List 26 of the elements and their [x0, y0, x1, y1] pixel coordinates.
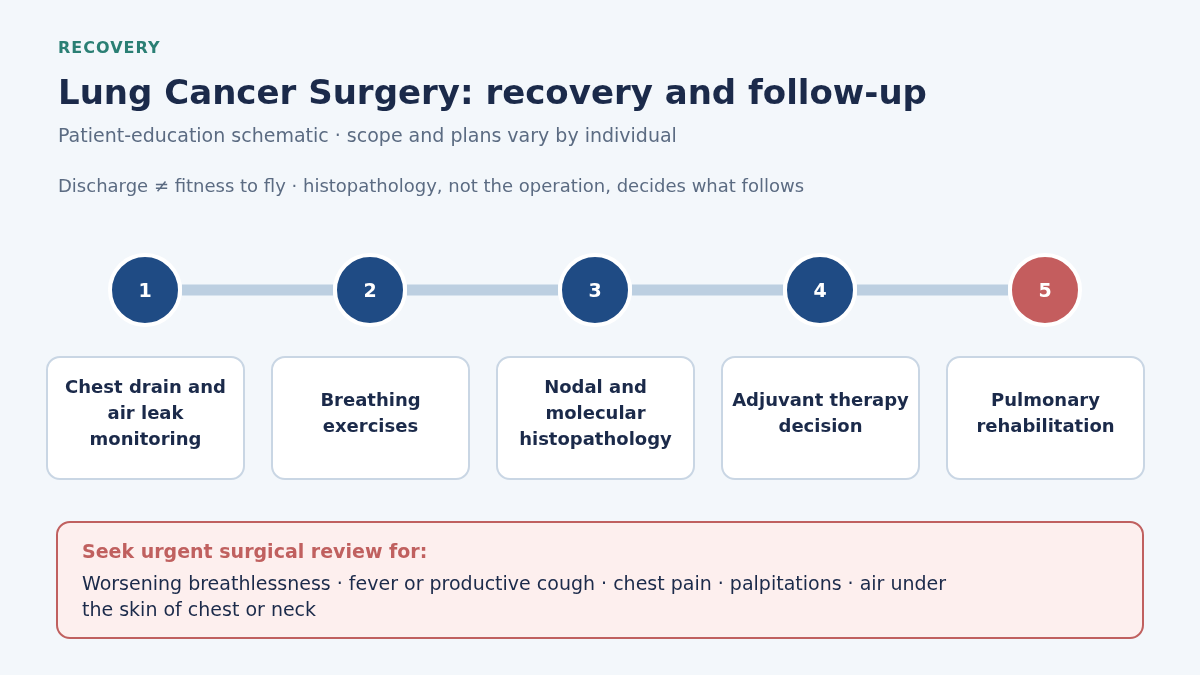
connector-line: [632, 284, 783, 296]
warning-symptom-list: Worsening breathlessness · fever or productive cough · chest pain · palpitations · air under the skin of chest or neck: [82, 570, 962, 622]
subtitle-text: Patient-education schematic · scope and plans vary by individual: [58, 123, 677, 147]
step-card: [271, 356, 470, 480]
section-eyebrow: RECOVERY: [58, 38, 161, 58]
step-number: 3: [588, 279, 602, 301]
connector-line: [407, 284, 558, 296]
step-number: 4: [813, 279, 827, 301]
step-title: Chest drain and air leak monitoring: [64, 375, 227, 451]
connector-line: [182, 284, 333, 296]
page-title: Lung Cancer Surgery: recovery and follow-up: [58, 71, 927, 114]
step-number: 5: [1038, 279, 1052, 301]
warning-heading: Seek urgent surgical review for:: [82, 539, 429, 563]
warning-panel: [56, 521, 1144, 639]
note-text: Discharge ≠ fitness to fly · histopathology, not the operation, decides what follows: [58, 174, 805, 198]
step-number: 1: [138, 279, 152, 301]
step-card: [46, 356, 245, 480]
step-title: Adjuvant therapy decision: [731, 388, 910, 438]
step-card: [946, 356, 1145, 480]
step-title: Pulmonary rehabilitation: [975, 388, 1116, 438]
step-title: Nodal and molecular histopathology: [518, 375, 673, 451]
step-card: [721, 356, 920, 480]
step-card: [496, 356, 695, 480]
connector-line: [857, 284, 1008, 296]
step-title: Breathing exercises: [319, 388, 422, 438]
step-number: 2: [363, 279, 377, 301]
